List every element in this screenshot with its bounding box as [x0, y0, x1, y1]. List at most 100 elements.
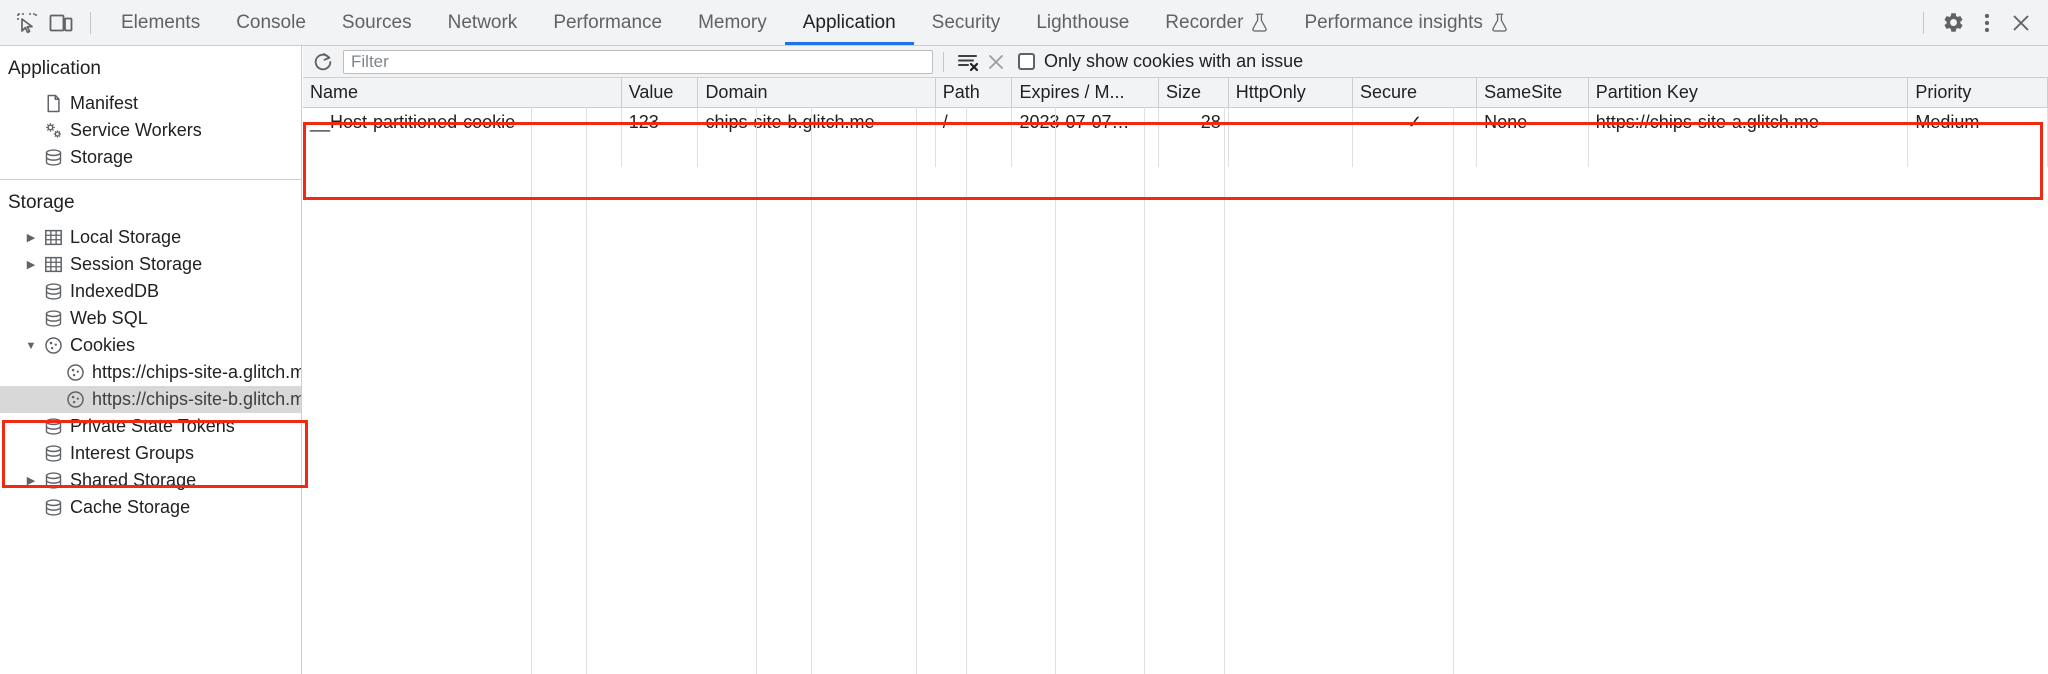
sidebar-item-https-chips-site-b-glitch-me[interactable]: ▶https://chips-site-b.glitch.me	[0, 386, 301, 413]
tab-sources[interactable]: Sources	[324, 0, 430, 45]
tab-lighthouse[interactable]: Lighthouse	[1018, 0, 1147, 45]
sidebar-item-service-workers[interactable]: ▶Service Workers	[0, 117, 301, 144]
device-toolbar-icon[interactable]	[44, 6, 78, 40]
sidebar-item-https-chips-site-a-glitch-me[interactable]: ▶https://chips-site-a.glitch.me	[0, 359, 301, 386]
tab-performance[interactable]: Performance	[535, 0, 680, 45]
inspect-cursor-icon[interactable]	[10, 6, 44, 40]
column-header-size[interactable]: Size	[1158, 78, 1229, 108]
close-icon[interactable]	[2004, 6, 2038, 40]
toolbar-right-group	[1911, 6, 2038, 40]
database-icon	[40, 147, 66, 168]
cell-path: /	[935, 107, 1013, 137]
tab-recorder[interactable]: Recorder	[1147, 0, 1286, 45]
tab-label: Network	[447, 11, 518, 33]
tab-application[interactable]: Application	[784, 0, 914, 45]
cookies-filter-toolbar: Only show cookies with an issue	[303, 46, 2048, 78]
gear-icon[interactable]	[1936, 6, 1970, 40]
cell-partitionkey: https://chips-site-a.glitch.me	[1588, 107, 1909, 137]
close-x-icon[interactable]	[982, 49, 1010, 75]
cell-empty	[1588, 137, 1909, 167]
column-header-samesite[interactable]: SameSite	[1476, 78, 1589, 108]
column-header-secure[interactable]: Secure	[1352, 78, 1478, 108]
tab-label: Lighthouse	[1036, 11, 1130, 33]
column-header-expires[interactable]: Expires / M...	[1011, 78, 1159, 108]
sidebar-item-cookies[interactable]: ▼ Cookies	[0, 332, 301, 359]
tab-label: Recorder	[1165, 11, 1244, 33]
sidebar-item-label: Local Storage	[70, 227, 182, 247]
application-sidebar[interactable]: Application▶Manifest▶Service Workers▶Sto…	[0, 46, 302, 674]
cell-empty	[1011, 137, 1159, 167]
sidebar-item-storage[interactable]: ▶Storage	[0, 144, 301, 171]
twisty-collapsed-icon[interactable]: ▶	[26, 475, 36, 487]
column-header-label: Name	[310, 81, 359, 102]
column-header-value[interactable]: Value	[621, 78, 699, 108]
database-icon	[40, 416, 66, 437]
cell-empty	[1158, 137, 1229, 167]
cookie-icon	[40, 335, 66, 356]
cell-domain: chips-site-b.glitch.me	[697, 107, 936, 137]
checkbox-box[interactable]	[1018, 53, 1035, 70]
sidebar-item-label: Interest Groups	[70, 443, 195, 463]
sidebar-item-label: Web SQL	[70, 308, 148, 328]
table-grid-icon	[40, 227, 66, 248]
cell-empty	[935, 137, 1013, 167]
experiment-flask-icon	[1491, 13, 1508, 32]
cell-samesite: None	[1476, 107, 1589, 137]
column-header-partitionkey[interactable]: Partition Key	[1588, 78, 1909, 108]
sidebar-item-label: Storage	[70, 147, 134, 167]
cell-empty	[303, 137, 622, 167]
tab-network[interactable]: Network	[430, 0, 536, 45]
database-icon	[40, 281, 66, 302]
tab-memory[interactable]: Memory	[680, 0, 785, 45]
tab-console[interactable]: Console	[218, 0, 324, 45]
sidebar-section-title: Application	[8, 58, 101, 79]
only-show-issues-checkbox[interactable]: Only show cookies with an issue	[1018, 51, 1303, 72]
sidebar-item-label: Service Workers	[70, 120, 202, 140]
column-header-priority[interactable]: Priority	[1907, 78, 2048, 108]
twisty-collapsed-icon[interactable]: ▶	[26, 232, 36, 244]
refresh-icon[interactable]	[309, 49, 337, 75]
sidebar-item-label: https://chips-site-b.glitch.me	[92, 389, 302, 409]
sidebar-item-indexeddb[interactable]: ▶IndexedDB	[0, 278, 301, 305]
sidebar-item-interest-groups[interactable]: ▶Interest Groups	[0, 440, 301, 467]
clear-filtered-icon[interactable]	[954, 49, 982, 75]
tab-elements[interactable]: Elements	[103, 0, 218, 45]
column-header-name[interactable]: Name	[303, 78, 622, 108]
sidebar-item-web-sql[interactable]: ▶Web SQL	[0, 305, 301, 332]
twisty-expanded-icon[interactable]: ▼	[25, 339, 37, 352]
sidebar-item-label: Private State Tokens	[70, 416, 235, 436]
kebab-menu-icon[interactable]	[1970, 6, 2004, 40]
sidebar-item-private-state-tokens[interactable]: ▶Private State Tokens	[0, 413, 301, 440]
twisty-collapsed-icon[interactable]: ▶	[26, 259, 36, 271]
column-header-path[interactable]: Path	[935, 78, 1013, 108]
tab-performance-insights[interactable]: Performance insights	[1286, 0, 1525, 45]
column-header-domain[interactable]: Domain	[697, 78, 936, 108]
manifest-document-icon	[40, 93, 66, 114]
cell-size: 28	[1158, 107, 1229, 137]
sidebar-item-manifest[interactable]: ▶Manifest	[0, 90, 301, 117]
column-header-label: Priority	[1915, 81, 1972, 102]
sidebar-item-local-storage[interactable]: ▶ Local Storage	[0, 224, 301, 251]
cell-name: __Host-partitioned-cookie	[303, 107, 622, 137]
tab-label: Performance	[553, 11, 663, 33]
tab-label: Sources	[341, 11, 412, 33]
sidebar-item-shared-storage[interactable]: ▶Shared Storage	[0, 467, 301, 494]
cell-empty	[1907, 137, 2048, 167]
tab-security[interactable]: Security	[914, 0, 1019, 45]
sidebar-item-session-storage[interactable]: ▶Session Storage	[0, 251, 301, 278]
sidebar-section-divider	[0, 179, 301, 180]
sidebar-item-cache-storage[interactable]: ▶Cache Storage	[0, 494, 301, 521]
filter-input[interactable]	[343, 49, 933, 74]
sidebar-item-label: IndexedDB	[70, 281, 160, 301]
sidebar-item-label: Manifest	[70, 93, 139, 113]
column-header-label: Expires / M...	[1019, 81, 1125, 102]
cell-httponly	[1228, 107, 1353, 137]
column-header-httponly[interactable]: HttpOnly	[1228, 78, 1353, 108]
sidebar-item-label: Cookies	[70, 335, 136, 355]
database-icon	[40, 497, 66, 518]
